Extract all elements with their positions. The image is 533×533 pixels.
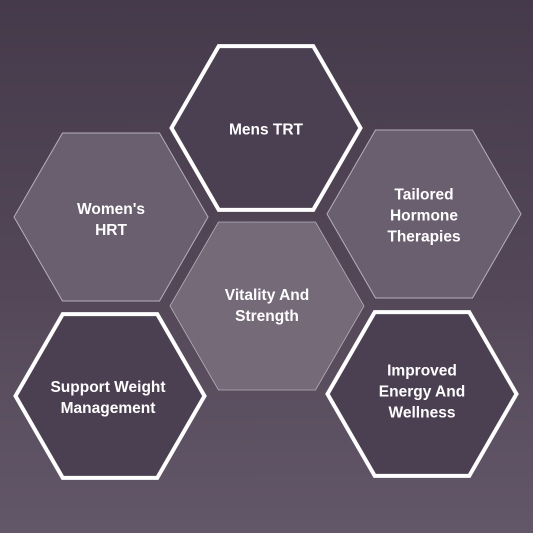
hexagon-improved-energy-and-wellness bbox=[325, 310, 519, 478]
hexagon-tailored-hormone-therapies bbox=[326, 129, 522, 299]
hexagon-womens-hrt bbox=[13, 132, 209, 302]
hexagon-support-weight-management bbox=[13, 312, 207, 480]
hexagon-mens-trt bbox=[169, 44, 363, 212]
hexagon-vitality-and-strength bbox=[169, 221, 365, 391]
